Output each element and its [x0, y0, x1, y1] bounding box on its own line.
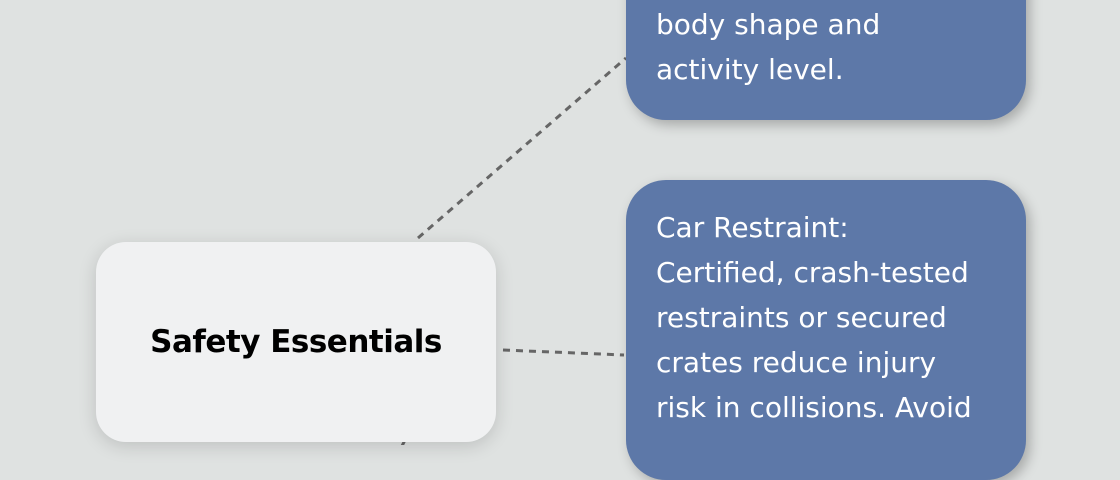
- branch-node-activity[interactable]: body shape and activity level.: [626, 0, 1026, 120]
- node-text-line: activity level.: [656, 53, 844, 86]
- branch-node-car-restraint[interactable]: Car Restraint: Certified, crash-tested r…: [626, 180, 1026, 480]
- node-text-line: risk in collisions. Avoid: [656, 391, 972, 424]
- connector-top: [417, 56, 627, 240]
- node-text-line: restraints or secured: [656, 301, 947, 334]
- node-text-line: Certified, crash-tested: [656, 256, 969, 289]
- connector-middle: [502, 348, 625, 357]
- central-node-label: Safety Essentials: [150, 324, 442, 360]
- node-text-line: Car Restraint:: [656, 211, 849, 244]
- node-text-line: body shape and: [656, 8, 881, 41]
- node-text-line: crates reduce injury: [656, 346, 937, 379]
- central-node[interactable]: Safety Essentials: [96, 242, 496, 442]
